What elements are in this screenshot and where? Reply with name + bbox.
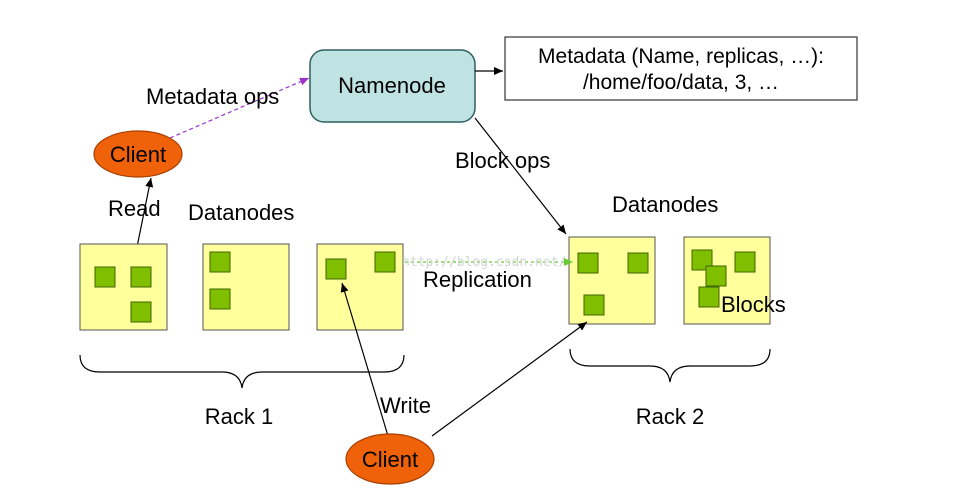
client-bottom: Client (345, 433, 435, 485)
block (698, 286, 720, 308)
write-label: Write (380, 393, 431, 418)
block (325, 258, 347, 280)
read-arrow (135, 177, 154, 253)
metadata-line-1: Metadata (Name, replicas, …): (538, 45, 824, 68)
client-to-rack2-arrow (431, 321, 588, 437)
namenode-label: Namenode (338, 73, 446, 98)
metadata-ops-label: Metadata ops (146, 84, 279, 109)
rack1-datanode-3 (316, 243, 404, 331)
write-arrow (340, 282, 389, 437)
rack2-label: Rack 2 (636, 404, 704, 429)
block (705, 265, 727, 287)
rack2-datanode-1 (568, 236, 656, 325)
read-label: Read (108, 196, 161, 221)
namenode: Namenode (309, 49, 476, 123)
client-top-label: Client (110, 142, 166, 167)
rack2-brace (569, 348, 771, 383)
rack1-datanode-1 (79, 243, 168, 331)
block-ops-label: Block ops (455, 148, 550, 173)
block (130, 266, 152, 288)
watermark-text: http://blog.csdn.net/ (402, 255, 566, 270)
rack1-label: Rack 1 (205, 404, 273, 429)
datanode-box (79, 243, 168, 331)
blocks-label: Blocks (721, 292, 786, 317)
replication-label: Replication (423, 267, 532, 292)
block-ops-arrow (474, 117, 567, 235)
client-bottom-label: Client (362, 447, 418, 472)
block (94, 266, 116, 288)
block (627, 252, 649, 274)
rack1-datanode-2 (202, 243, 290, 331)
block (691, 249, 713, 271)
metadata-box: Metadata (Name, replicas, …): /home/foo/… (504, 36, 858, 101)
metadata-box-frame (504, 36, 858, 101)
rack2-datanode-2 (683, 236, 771, 325)
rack1-brace (79, 354, 405, 389)
datanodes-right-label: Datanodes (612, 192, 718, 217)
metadata-ops-arrow (169, 77, 310, 139)
block (583, 294, 605, 316)
datanodes-left-label: Datanodes (188, 200, 294, 225)
client-top: Client (93, 130, 183, 178)
block (209, 288, 231, 310)
client-top-shape (93, 130, 183, 178)
datanode-box (568, 236, 656, 325)
block (577, 252, 599, 274)
block (209, 251, 231, 273)
block (130, 301, 152, 323)
namenode-box (309, 49, 476, 123)
client-bottom-shape (345, 433, 435, 485)
metadata-line-2: /home/foo/data, 3, … (583, 71, 779, 94)
block (734, 251, 756, 273)
block (374, 251, 396, 273)
